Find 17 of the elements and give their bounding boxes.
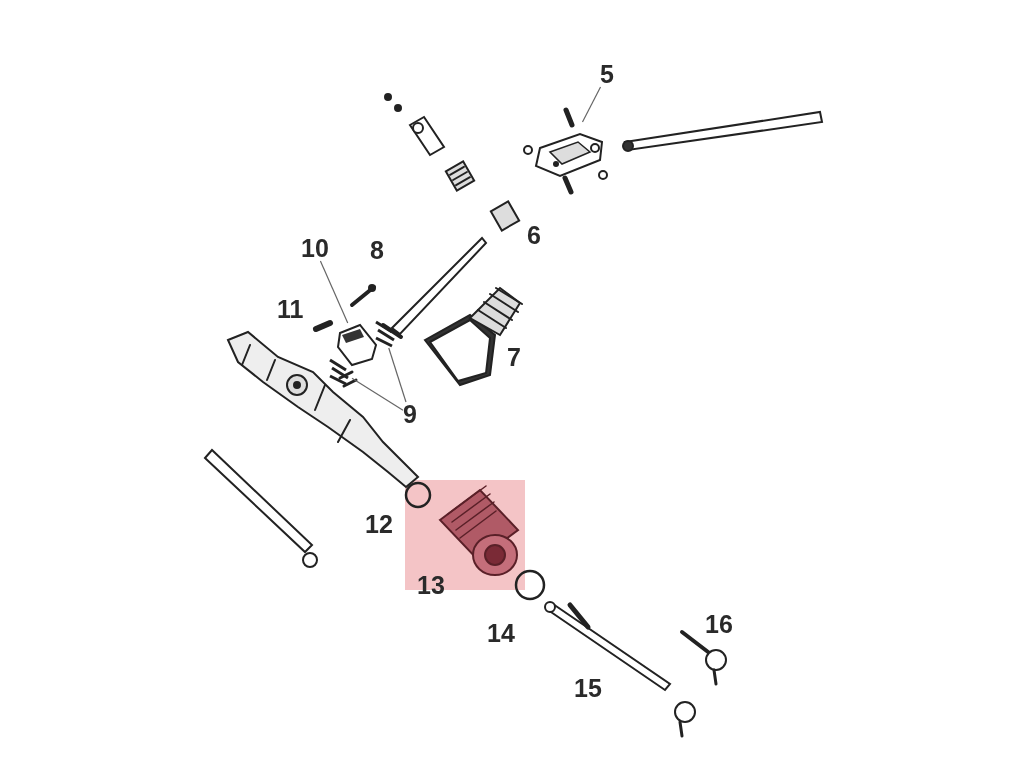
leader-line [319, 260, 349, 324]
callout-number: 8 [370, 238, 384, 263]
leader-line [388, 347, 407, 403]
leader-line [581, 86, 602, 123]
callout-number: 11 [277, 297, 304, 322]
callout-number: 16 [705, 612, 733, 637]
callout-number: 13 [417, 573, 445, 598]
callout-number: 9 [403, 402, 417, 427]
callout-number: 6 [527, 223, 541, 248]
callout-number: 14 [487, 621, 515, 646]
callout-number: 10 [301, 236, 329, 261]
callout-number: 5 [600, 62, 614, 87]
callout-number: 7 [507, 345, 521, 370]
callout-number: 15 [574, 676, 602, 701]
leader-line [351, 377, 404, 411]
callout-number: 12 [365, 512, 393, 537]
bush-part [336, 323, 378, 365]
